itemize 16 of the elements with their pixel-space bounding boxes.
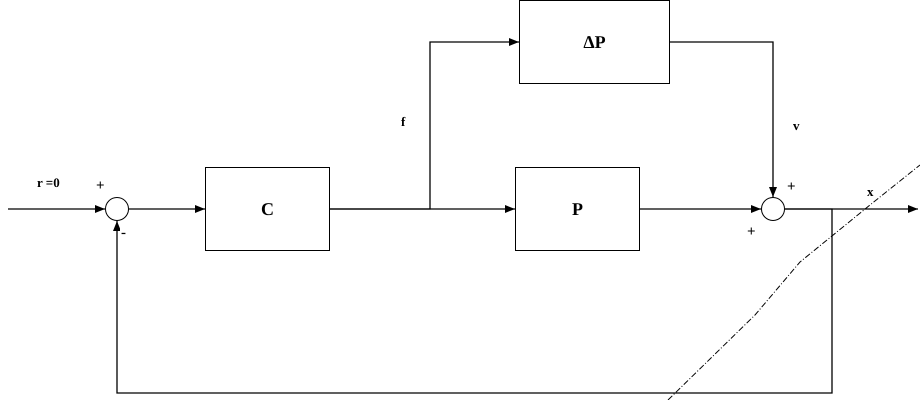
block-label: C bbox=[261, 198, 274, 220]
block-label: P bbox=[572, 198, 583, 220]
signal-label: f bbox=[400, 115, 406, 128]
summing-junction bbox=[105, 197, 129, 221]
arrow bbox=[330, 38, 519, 210]
block bbox=[515, 167, 640, 251]
block bbox=[205, 167, 330, 251]
arrow bbox=[129, 205, 205, 213]
summing-junction bbox=[761, 197, 785, 221]
block-label: ΔP bbox=[583, 32, 606, 52]
block bbox=[519, 0, 670, 84]
arrow bbox=[670, 41, 777, 197]
signal-label: r =0 bbox=[36, 176, 61, 189]
arrow bbox=[8, 205, 105, 213]
arrow bbox=[640, 205, 761, 213]
arrow bbox=[113, 208, 833, 394]
